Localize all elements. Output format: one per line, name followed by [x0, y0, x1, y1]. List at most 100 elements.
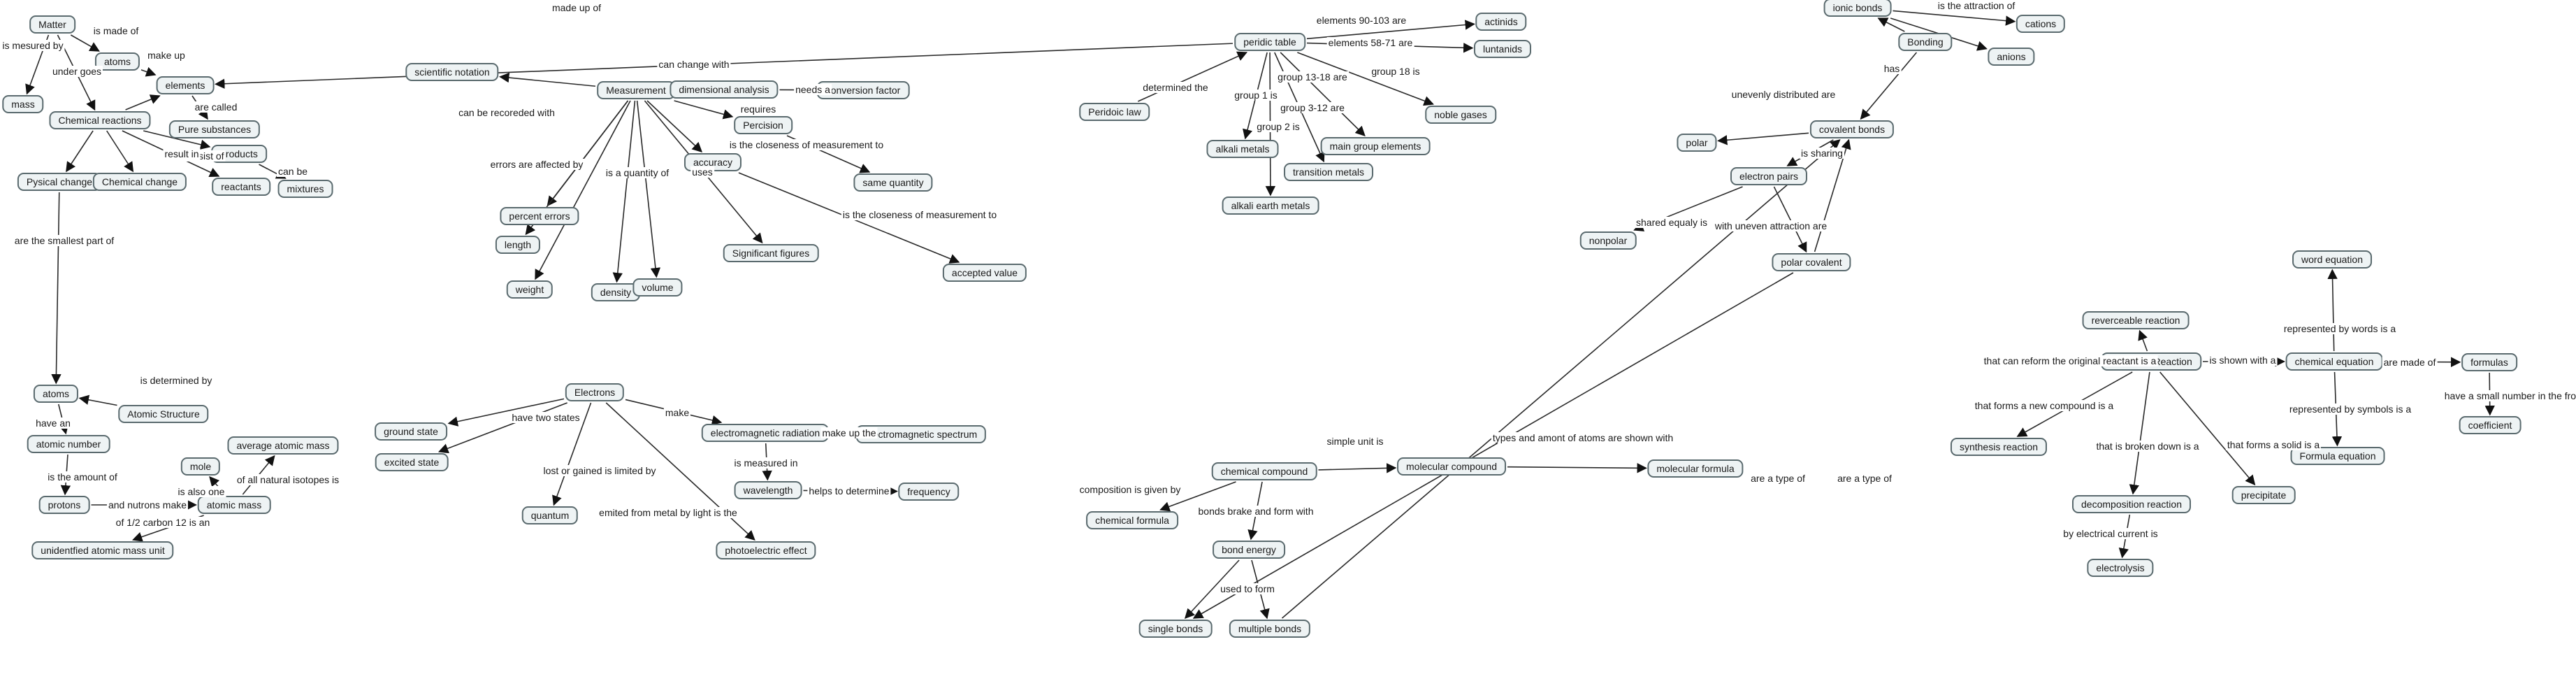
node-electrolysis[interactable]: electrolysis: [2087, 559, 2154, 577]
edge-chemreact-elements: [125, 94, 161, 110]
node-weight[interactable]: weight: [506, 280, 553, 299]
edge-label-atomicmass-mole: is also one: [176, 486, 226, 497]
node-chemchange[interactable]: Chemical change: [92, 173, 187, 191]
node-chemeq[interactable]: chemical equation: [2285, 352, 2383, 371]
edge-label-chemeq-formulas: are made of: [2382, 357, 2438, 368]
edge-label-atomstruct-atoms2: is determined by: [138, 375, 214, 386]
node-physchange[interactable]: Pysical change: [17, 173, 102, 191]
node-cations[interactable]: cations: [2016, 15, 2066, 33]
node-chemcomp[interactable]: chemical compound: [1211, 462, 1317, 480]
node-avgatomic[interactable]: average atomic mass: [227, 436, 339, 455]
node-mixtures[interactable]: mixtures: [277, 180, 333, 198]
edge-label-electrons-photoelec: emited from metal by light is the: [598, 507, 739, 518]
node-percision[interactable]: Percision: [734, 116, 793, 134]
node-periodiclaw[interactable]: Peridoic law: [1079, 103, 1150, 121]
node-multiple[interactable]: multiple bonds: [1229, 620, 1311, 638]
node-noble[interactable]: noble gases: [1425, 106, 1496, 124]
node-elements[interactable]: elements: [156, 76, 215, 94]
node-mass[interactable]: mass: [2, 95, 44, 113]
node-samequant[interactable]: same quantity: [853, 173, 933, 192]
node-precipitate[interactable]: precipitate: [2231, 486, 2296, 504]
node-bondenergy[interactable]: bond energy: [1213, 541, 1285, 559]
node-emspec[interactable]: electromagnetic spectrum: [855, 425, 987, 443]
node-anions[interactable]: anions: [1988, 48, 2035, 66]
node-bonding[interactable]: Bonding: [1898, 33, 1953, 51]
node-sigfig[interactable]: Significant figures: [723, 244, 819, 262]
node-convfactor[interactable]: conversion factor: [816, 81, 910, 99]
edge-periodic-noble: [1297, 52, 1434, 106]
node-measurement[interactable]: Measurement: [597, 81, 675, 99]
node-epairs[interactable]: electron pairs: [1730, 167, 1808, 185]
node-scinot[interactable]: scientific notation: [405, 63, 499, 81]
edge-electrons-ground: [447, 398, 565, 427]
node-puresub[interactable]: Pure substances: [168, 120, 261, 138]
node-matter[interactable]: Matter: [29, 15, 75, 34]
node-covalent[interactable]: covalent bonds: [1809, 120, 1895, 138]
node-atomicnum[interactable]: atomic number: [27, 435, 110, 453]
node-wordeq[interactable]: word equation: [2292, 250, 2372, 269]
node-polarcov[interactable]: polar covalent: [1772, 253, 1851, 271]
node-atoms2[interactable]: atoms: [33, 385, 79, 403]
node-coefficient[interactable]: coefficient: [2459, 416, 2521, 434]
edge-electrons-quantum: [552, 402, 592, 506]
node-protons[interactable]: protons: [38, 496, 90, 514]
node-emrad[interactable]: electromagnetic radiation: [701, 424, 830, 442]
edge-label-atomicnum-protons: is the amount of: [46, 471, 119, 483]
edge-label-measurement-sigfig: uses: [690, 166, 714, 178]
node-length[interactable]: length: [495, 236, 541, 254]
node-atomicmass[interactable]: atomic mass: [197, 496, 271, 514]
edge-label-multiple-covalent: are a type of: [1836, 473, 1893, 484]
edge-label-polarcov-single: are a type of: [1749, 473, 1807, 484]
node-alkali[interactable]: alkali metals: [1206, 140, 1279, 158]
node-mole[interactable]: mole: [180, 457, 221, 476]
node-excited[interactable]: excited state: [375, 453, 449, 471]
node-molform[interactable]: molecular formula: [1647, 459, 1744, 478]
node-density[interactable]: density: [591, 283, 641, 301]
node-formulas[interactable]: formulas: [2461, 353, 2517, 371]
edge-label-matter-chemreact: under goes: [50, 66, 103, 77]
node-transition[interactable]: transition metals: [1284, 163, 1373, 181]
node-wavelength[interactable]: wavelength: [734, 481, 802, 499]
node-photoelec[interactable]: photoelectric effect: [716, 541, 816, 559]
edge-label-measurement-percision: requires: [739, 103, 778, 115]
node-single[interactable]: single bonds: [1138, 620, 1213, 638]
edge-periodiclaw-periodic: [1137, 51, 1248, 102]
edge-label-periodiclaw-periodic: determined the: [1141, 82, 1210, 93]
node-dimanal[interactable]: dimensional analysis: [670, 80, 779, 99]
node-chemreact[interactable]: Chemical reactions: [49, 111, 151, 129]
node-ground[interactable]: ground state: [375, 422, 447, 441]
node-luntanids[interactable]: luntanids: [1473, 40, 1532, 58]
edge-label-periodic-maingroup: group 13-18 are: [1276, 71, 1349, 83]
edge-label-covalent-polar: unevenly distributed are: [1730, 89, 1837, 100]
node-chemform[interactable]: chemical formula: [1086, 511, 1178, 529]
node-percerr[interactable]: percent errors: [500, 207, 579, 225]
node-nonpolar[interactable]: nonpolar: [1579, 231, 1637, 250]
edge-label-periodic-alkali: group 1 is: [1233, 90, 1279, 101]
edge-measurement-percision: [674, 100, 734, 120]
edge-label-chemreaction-reversible: that can reform the original reactant is…: [1982, 355, 2158, 366]
node-maingroup[interactable]: main group elements: [1320, 137, 1431, 155]
node-atomstruct[interactable]: Atomic Structure: [118, 405, 209, 423]
node-actinids[interactable]: actinids: [1475, 13, 1527, 31]
node-volume[interactable]: volume: [632, 278, 683, 297]
node-reversible[interactable]: reverceable reaction: [2082, 311, 2190, 329]
node-quantum[interactable]: quantum: [521, 506, 579, 524]
node-polar[interactable]: polar: [1677, 134, 1717, 152]
node-alkaliearth[interactable]: alkali earth metals: [1222, 197, 1319, 215]
node-decomp[interactable]: decomposition reaction: [2072, 495, 2191, 513]
node-acceptedval[interactable]: accepted value: [942, 264, 1027, 282]
edge-measurement-accuracy: [646, 100, 703, 152]
node-synthesis[interactable]: synthesis reaction: [1950, 438, 2048, 456]
node-unidentified[interactable]: unidentfied atomic mass unit: [31, 541, 174, 559]
edge-label-formulas-coefficient: have a small number in the front called: [2443, 390, 2576, 401]
node-reactants[interactable]: reactants: [212, 178, 270, 196]
edge-periodic-maingroup: [1280, 52, 1366, 137]
node-molcomp[interactable]: molecular compound: [1397, 457, 1506, 476]
edge-periodic-actinids: [1306, 20, 1475, 40]
node-ionic[interactable]: ionic bonds: [1823, 0, 1892, 17]
edge-label-emrad-wavelength: is measured in: [732, 457, 799, 469]
node-frequency[interactable]: frequency: [898, 483, 960, 501]
edge-label-electrons-emrad: make: [663, 407, 691, 418]
node-periodic[interactable]: peridic table: [1234, 33, 1305, 51]
node-electrons[interactable]: Electrons: [565, 383, 625, 401]
